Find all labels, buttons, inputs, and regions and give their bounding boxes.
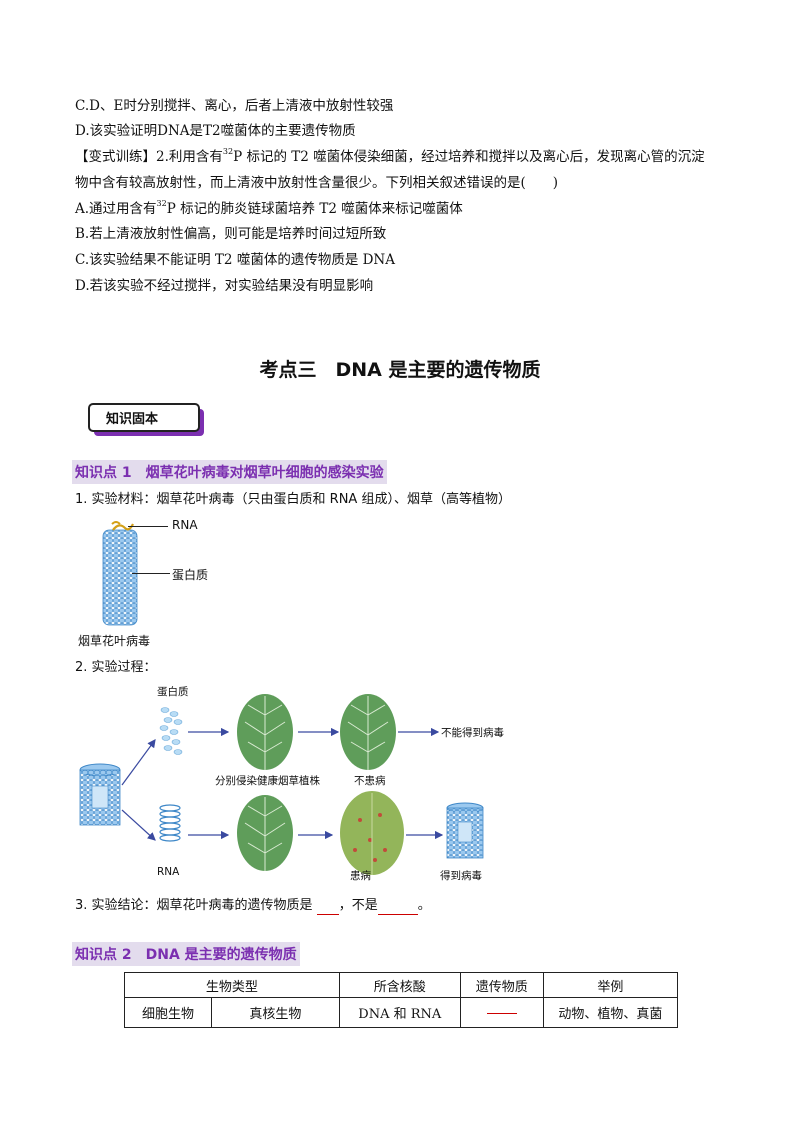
healthy-label: 不患病 <box>354 775 386 787</box>
virus-source-icon <box>79 763 121 826</box>
knowledge-point-2: 知识点 2 DNA 是主要的遗传物质 <box>72 942 300 966</box>
answer-blank-1[interactable] <box>316 914 339 915</box>
tmv-structure-figure <box>102 521 138 626</box>
section-title: 考点三 DNA 是主要的遗传物质 <box>259 359 541 381</box>
conclusion-line: 3. 实验结论：烟草花叶病毒的遗传物质是 ，不是。 <box>75 898 431 915</box>
healthy-leaf-icon <box>237 694 293 770</box>
option-d: D.该实验证明DNA是T2噬菌体的主要遗传物质 <box>75 123 356 139</box>
no-virus-label: 不能得到病毒 <box>441 727 504 739</box>
new-virus-icon <box>446 802 484 859</box>
option-d2: D.若该实验不经过搅拌，对实验结果没有明显影响 <box>75 278 374 294</box>
process-line: 2. 实验过程： <box>75 660 157 675</box>
protein-pointer <box>132 573 170 574</box>
option-b: B.若上清液放射性偏高，则可能是培养时间过短所致 <box>75 226 387 242</box>
question-line-2: 物中含有较高放射性，而上清液中放射性含量很少。下列相关叙述错误的是( ) <box>75 175 559 191</box>
table-cell: 动物、植物、真菌 <box>542 997 679 1028</box>
knowledge-point-1: 知识点 1 烟草花叶病毒对烟草叶细胞的感染实验 <box>72 460 387 484</box>
materials-line: 1. 实验材料：烟草花叶病毒（只由蛋白质和 RNA 组成）、烟草（高等植物） <box>75 492 511 507</box>
fig-protein-label: 蛋白质 <box>157 686 189 698</box>
rna-label: RNA <box>172 518 198 532</box>
table-cell: 真核生物 <box>211 997 340 1028</box>
table-cell: 细胞生物 <box>124 997 212 1028</box>
got-virus-label: 得到病毒 <box>440 870 482 882</box>
badge-label: 知识固本 <box>106 411 158 427</box>
diseased-leaf-icon <box>340 791 404 875</box>
table-row: 细胞生物 真核生物 DNA 和 RNA 动物、植物、真菌 <box>124 997 679 1028</box>
protein-particles-icon <box>159 707 183 755</box>
infect-label: 分别侵染健康烟草植株 <box>215 775 320 787</box>
table-header: 遗传物质 <box>459 972 544 998</box>
option-a: A.通过用含有32P 标记的肺炎链球菌培养 T2 噬菌体来标记噬菌体 <box>75 199 463 218</box>
question-line-1: 【变式训练】2.利用含有32P 标记的 T2 噬菌体侵染细菌，经过培养和搅拌以及… <box>75 147 705 166</box>
protein-label: 蛋白质 <box>172 568 209 582</box>
answer-blank-2[interactable] <box>377 914 418 915</box>
option-c2: C.该实验结果不能证明 T2 噬菌体的遗传物质是 DNA <box>75 252 395 268</box>
table-answer-cell[interactable] <box>459 997 544 1028</box>
table-header-row: 生物类型 所含核酸 遗传物质 举例 <box>124 972 679 998</box>
experiment-process-figure <box>79 694 484 875</box>
rna-pointer <box>128 526 168 527</box>
table-header: 举例 <box>542 972 679 998</box>
table-header: 所含核酸 <box>338 972 461 998</box>
table-header: 生物类型 <box>124 972 340 998</box>
sick-label: 患病 <box>350 870 371 882</box>
fig-rna-label: RNA <box>157 866 180 878</box>
genetic-material-table: 生物类型 所含核酸 遗传物质 举例 细胞生物 真核生物 DNA 和 RNA 动物… <box>124 972 679 1028</box>
table-cell: DNA 和 RNA <box>338 997 461 1028</box>
healthy-leaf-2-icon <box>340 694 396 770</box>
healthy-leaf-3-icon <box>237 795 293 871</box>
option-c: C.D、E时分别搅拌、离心，后者上清液中放射性较强 <box>75 98 394 114</box>
knowledge-badge: 知识固本 <box>88 403 204 436</box>
rna-coil-icon <box>159 804 181 842</box>
tmv-caption: 烟草花叶病毒 <box>78 634 151 648</box>
